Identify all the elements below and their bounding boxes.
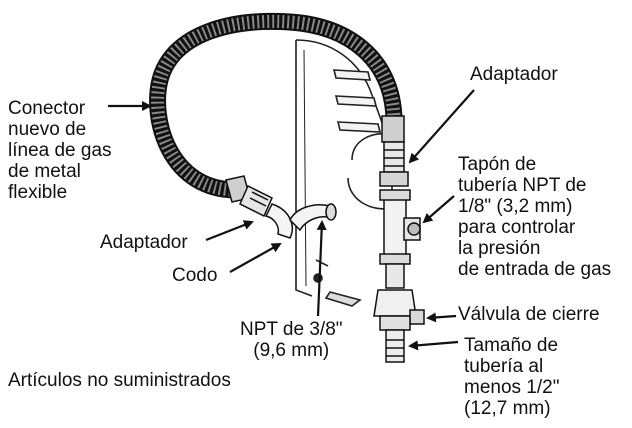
label-shutoff-valve: Válvula de cierre <box>458 304 600 325</box>
arrow-adapter-top <box>408 89 475 164</box>
label-not-supplied: Artículos no suministrados <box>8 370 231 391</box>
right-fittings <box>373 115 425 363</box>
flexible-gas-line <box>149 12 403 199</box>
arrow-valve <box>426 312 457 323</box>
arrow-adapter-left <box>205 220 254 242</box>
appliance-body <box>295 39 393 307</box>
leader-arrows <box>108 89 475 351</box>
arrow-plug <box>422 195 455 224</box>
label-pressure-plug: Tapón de tubería NPT de 1/8" (3,2 mm) pa… <box>458 154 612 280</box>
label-pipe-size: Tamaño de tubería al menos 1/2" (12,7 mm… <box>464 335 560 419</box>
label-npt-size: NPT de 3/8" (9,6 mm) <box>240 319 343 361</box>
arrow-npt <box>316 220 327 317</box>
arrow-elbow <box>229 243 282 273</box>
label-adapter-left: Adaptador <box>100 232 188 253</box>
left-fittings <box>225 175 337 239</box>
label-flexible-connector: Conector nuevo de línea de gas de metal … <box>8 98 112 203</box>
label-elbow: Codo <box>172 265 218 286</box>
label-adapter-top: Adaptador <box>470 64 558 85</box>
arrow-pipe-size <box>408 340 459 351</box>
